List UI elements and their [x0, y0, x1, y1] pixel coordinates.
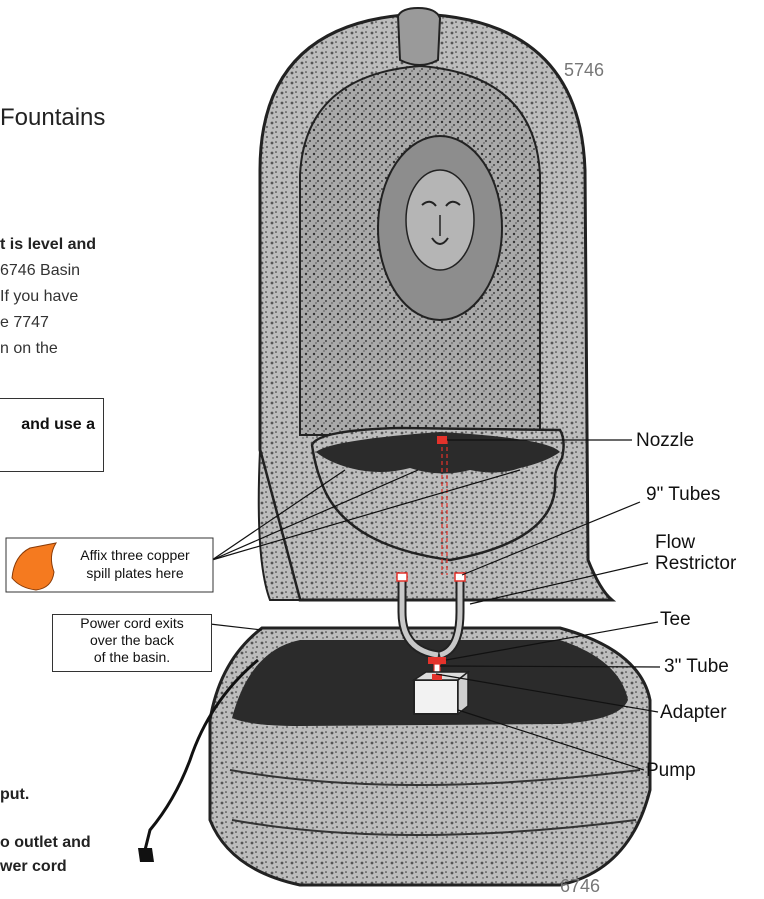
boxed-note: and use a — [0, 398, 104, 472]
spill-plate-line-2: spill plates here — [62, 564, 208, 582]
power-cord-line-1: Power cord exits — [53, 615, 211, 632]
label-9-inch-tubes: 9" Tubes — [646, 484, 720, 506]
lion-head-icon — [378, 136, 502, 320]
label-adapter: Adapter — [660, 702, 727, 724]
tee-fitting — [428, 657, 446, 664]
page-title-fragment: Fountains — [0, 104, 105, 132]
label-flow-restrictor: Flow Restrictor — [655, 532, 736, 574]
spill-plate-callout: Affix three copper spill plates here — [62, 546, 208, 582]
instruction-line-2: 6746 Basin — [0, 258, 80, 284]
nozzle-fitting — [437, 436, 447, 444]
label-pump: Pump — [646, 760, 696, 782]
label-tee: Tee — [660, 609, 691, 631]
power-cord-callout: Power cord exits over the back of the ba… — [52, 614, 212, 672]
power-cord-line-2: over the back — [53, 632, 211, 649]
power-cord-line-3: of the basin. — [53, 649, 211, 666]
bottom-line-2: o outlet and — [0, 830, 91, 856]
restrictor-left — [397, 573, 407, 581]
bottom-line-1: put. — [0, 782, 29, 808]
instruction-line-1: t is level and — [0, 232, 96, 258]
bottom-line-3: wer cord — [0, 854, 67, 880]
label-3-inch-tube: 3" Tube — [664, 656, 729, 678]
plug-icon — [138, 848, 154, 862]
instruction-line-4: e 7747 — [0, 310, 49, 336]
model-number-bottom: 6746 — [560, 876, 600, 897]
spill-plate-line-1: Affix three copper — [62, 546, 208, 564]
instruction-line-3: If you have — [0, 284, 78, 310]
flow-restrictor-line-2: Restrictor — [655, 553, 736, 574]
boxed-note-text: and use a — [21, 416, 95, 434]
model-number-top: 5746 — [564, 60, 604, 81]
label-nozzle: Nozzle — [636, 430, 694, 452]
instruction-line-5: n on the — [0, 336, 58, 362]
flow-restrictor-line-1: Flow — [655, 532, 736, 553]
